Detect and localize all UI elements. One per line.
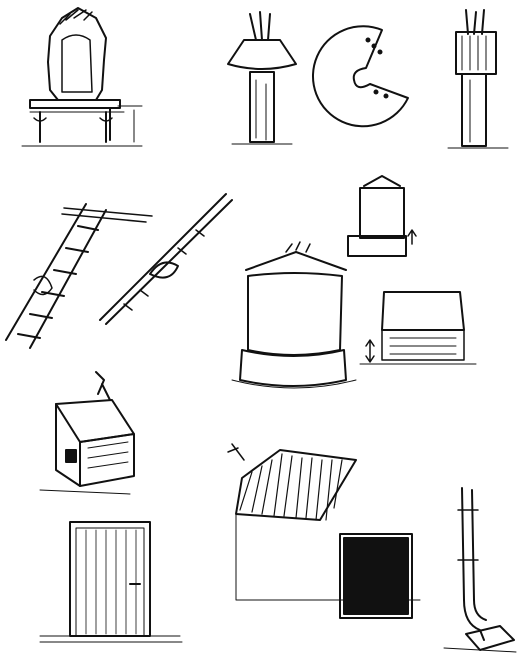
hut-on-stilts-icon: [21, 7, 143, 147]
ladder-against-platform: [5, 203, 153, 349]
ladder-icon: [5, 203, 153, 349]
small-bin-icon: [347, 175, 417, 257]
small-raised-bin: [347, 175, 417, 257]
box-trap: [39, 371, 135, 495]
disc-template-icon: [311, 25, 409, 128]
rat-guard-cone-icon: [227, 11, 297, 145]
log-ladder-icon: [99, 193, 233, 325]
metal-band-post-icon: [447, 9, 509, 149]
box-trap-icon: [39, 371, 135, 495]
raised-storage-platform: [21, 7, 143, 147]
door-icon: [39, 521, 183, 643]
rectangular-raised-store: [359, 291, 477, 365]
corrugated-roof-building: [227, 443, 421, 619]
rectangular-store-icon: [359, 291, 477, 365]
thatched-round-granary: [231, 241, 357, 389]
plank-door: [39, 521, 183, 643]
drainpipe-outlet: [443, 487, 517, 653]
post-with-tin-band: [447, 9, 509, 149]
corrugated-roof-icon: [227, 443, 421, 619]
post-with-funnel-guard: [227, 11, 297, 145]
notched-log-ladder: [99, 193, 233, 325]
round-granary-icon: [231, 241, 357, 389]
disc-guard-template: [311, 25, 409, 128]
drainpipe-icon: [443, 487, 517, 653]
